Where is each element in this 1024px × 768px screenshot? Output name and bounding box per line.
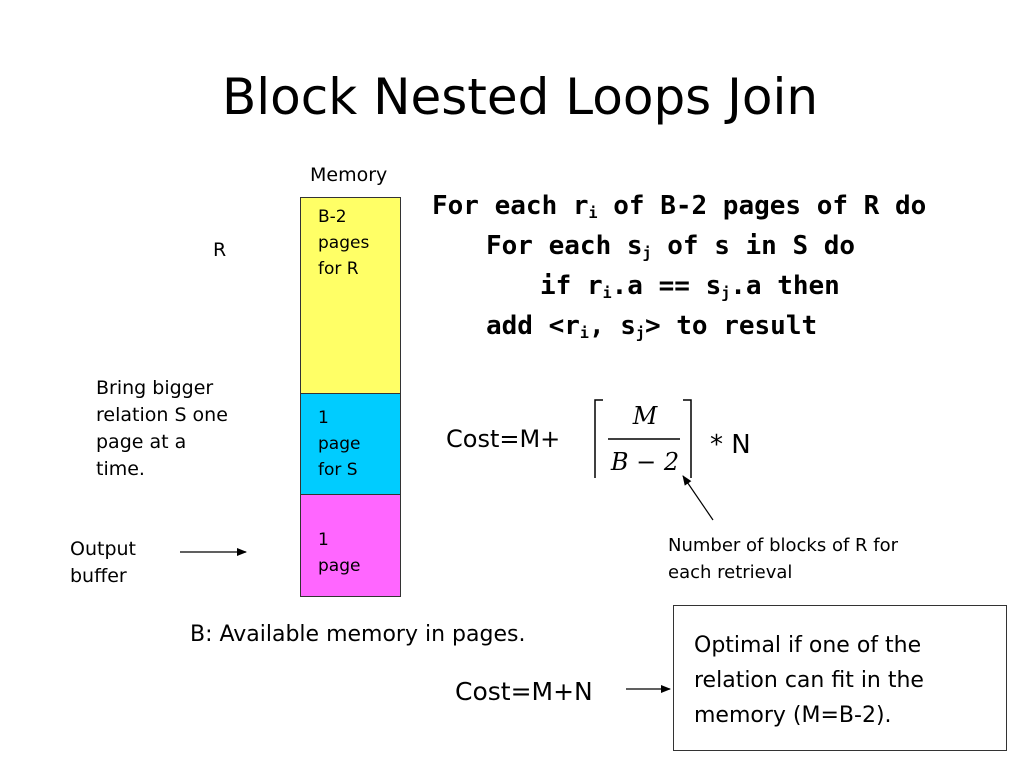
memory-block-output: 1 page [300, 494, 401, 597]
cost-denominator: B − 2 [610, 448, 680, 476]
cost-prefix: Cost=M+ [446, 425, 561, 453]
memory-label: Memory [310, 164, 388, 186]
bring-note-line1: Bring bigger [96, 377, 214, 399]
bring-note-line2: relation S one [96, 404, 228, 426]
block-s-line3: for S [318, 460, 358, 480]
code-line-3: if ri.a == sj.a then [540, 271, 840, 302]
code-line-2: For each sj of s in S do [486, 231, 856, 262]
ceiling-bracket-right [683, 399, 692, 478]
blocks-note-line1: Number of blocks of R for [668, 535, 899, 556]
cost-suffix: * N [710, 430, 751, 460]
bring-note-line4: time. [96, 458, 145, 480]
blocks-retrieval-note: Number of blocks of R for each retrieval [668, 532, 898, 586]
code-line-4: add <ri, sj> to result [486, 311, 818, 342]
cost-numerator: M [632, 402, 658, 430]
memory-block-s: 1 page for S [300, 393, 401, 495]
ceiling-bracket-left [594, 399, 603, 478]
relation-r-label: R [213, 239, 227, 261]
b-definition: B: Available memory in pages. [190, 622, 526, 647]
blocks-note-arrow [682, 475, 714, 521]
cost-simple: Cost=M+N [455, 677, 593, 706]
block-r-line3: for R [318, 259, 359, 279]
block-r-line1: B-2 [318, 207, 347, 227]
output-buffer-line1: Output [70, 538, 136, 560]
block-s-line1: 1 [318, 408, 329, 428]
slide-title: Block Nested Loops Join [221, 68, 819, 126]
bring-note-line3: page at a [96, 431, 187, 453]
output-buffer-line2: buffer [70, 565, 127, 587]
block-out-line2: page [318, 556, 361, 576]
optimal-note-box: Optimal if one of the relation can fit i… [673, 605, 1007, 751]
bring-relation-note: Bring bigger relation S one page at a ti… [96, 375, 228, 483]
code-line-1: For each ri of B-2 pages of R do [432, 191, 927, 222]
block-r-line2: pages [318, 233, 370, 253]
block-s-line2: page [318, 434, 361, 454]
memory-block-r: B-2 pages for R [300, 197, 401, 394]
block-out-line1: 1 [318, 530, 329, 550]
blocks-note-line2: each retrieval [668, 562, 793, 583]
output-buffer-label: Output buffer [70, 536, 136, 590]
pseudocode: For each ri of B-2 pages of R do For eac… [432, 186, 926, 346]
optimal-note-text: Optimal if one of the relation can fit i… [694, 633, 924, 728]
